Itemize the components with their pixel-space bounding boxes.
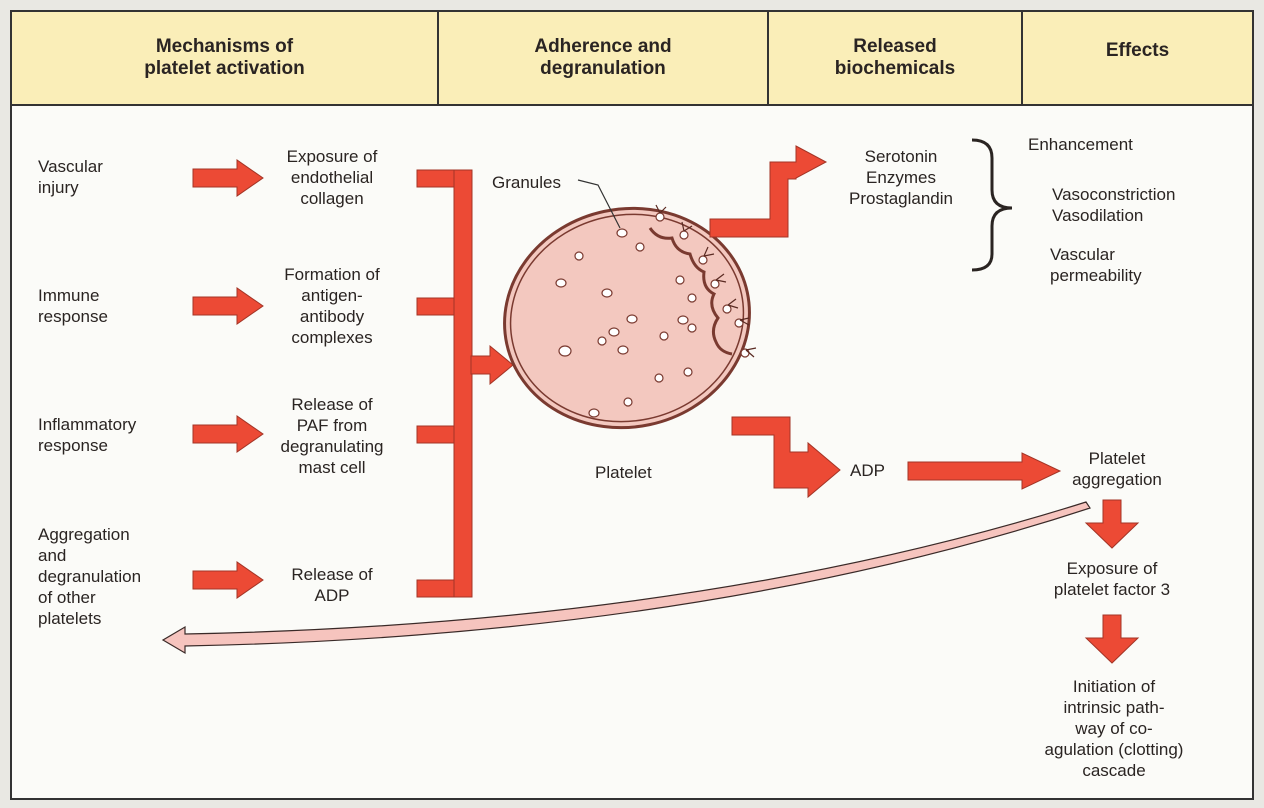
effect-enhancement: Enhancement: [1028, 134, 1133, 155]
arrow-right-icon: [471, 346, 513, 384]
intrinsic-pathway-label: Initiation of intrinsic path- way of co-…: [1030, 676, 1198, 781]
mechanism-immune-response: Immune response: [38, 285, 108, 327]
result-endothelial-collagen: Exposure of endothelial collagen: [262, 146, 402, 209]
arrow-right-icon: [193, 416, 263, 452]
granules-label: Granules: [492, 172, 561, 193]
effect-vaso: Vasoconstriction Vasodilation: [1052, 184, 1175, 226]
arrow-down-right-icon: [732, 417, 840, 497]
mechanism-vascular-injury: Vascular injury: [38, 156, 103, 198]
platelet-aggregation-label: Platelet aggregation: [1052, 448, 1182, 490]
arrow-down-icon: [1086, 500, 1138, 548]
arrow-up-right-icon: [710, 146, 826, 237]
arrow-right-icon: [193, 562, 263, 598]
arrow-right-icon: [193, 160, 263, 196]
mechanism-aggregation-degranulation: Aggregation and degranulation of other p…: [38, 524, 141, 629]
brace-icon: [972, 140, 1012, 270]
biochemicals-list: Serotonin Enzymes Prostaglandin: [826, 146, 976, 209]
platelet-factor-3-label: Exposure of platelet factor 3: [1022, 558, 1202, 600]
mechanism-inflammatory-response: Inflammatory response: [38, 414, 136, 456]
effect-permeability: Vascular permeability: [1050, 244, 1142, 286]
activation-arrows: [193, 160, 263, 598]
arrow-down-icon: [1086, 615, 1138, 663]
platelet-label: Platelet: [595, 462, 652, 483]
bracket-connector: [417, 170, 513, 597]
arrow-right-icon: [193, 288, 263, 324]
result-antigen-antibody: Formation of antigen- antibody complexes: [262, 264, 402, 348]
adp-label: ADP: [850, 460, 885, 481]
arrow-right-icon: [908, 453, 1060, 489]
result-paf-release: Release of PAF from degranulating mast c…: [262, 394, 402, 478]
result-adp-release: Release of ADP: [262, 564, 402, 606]
